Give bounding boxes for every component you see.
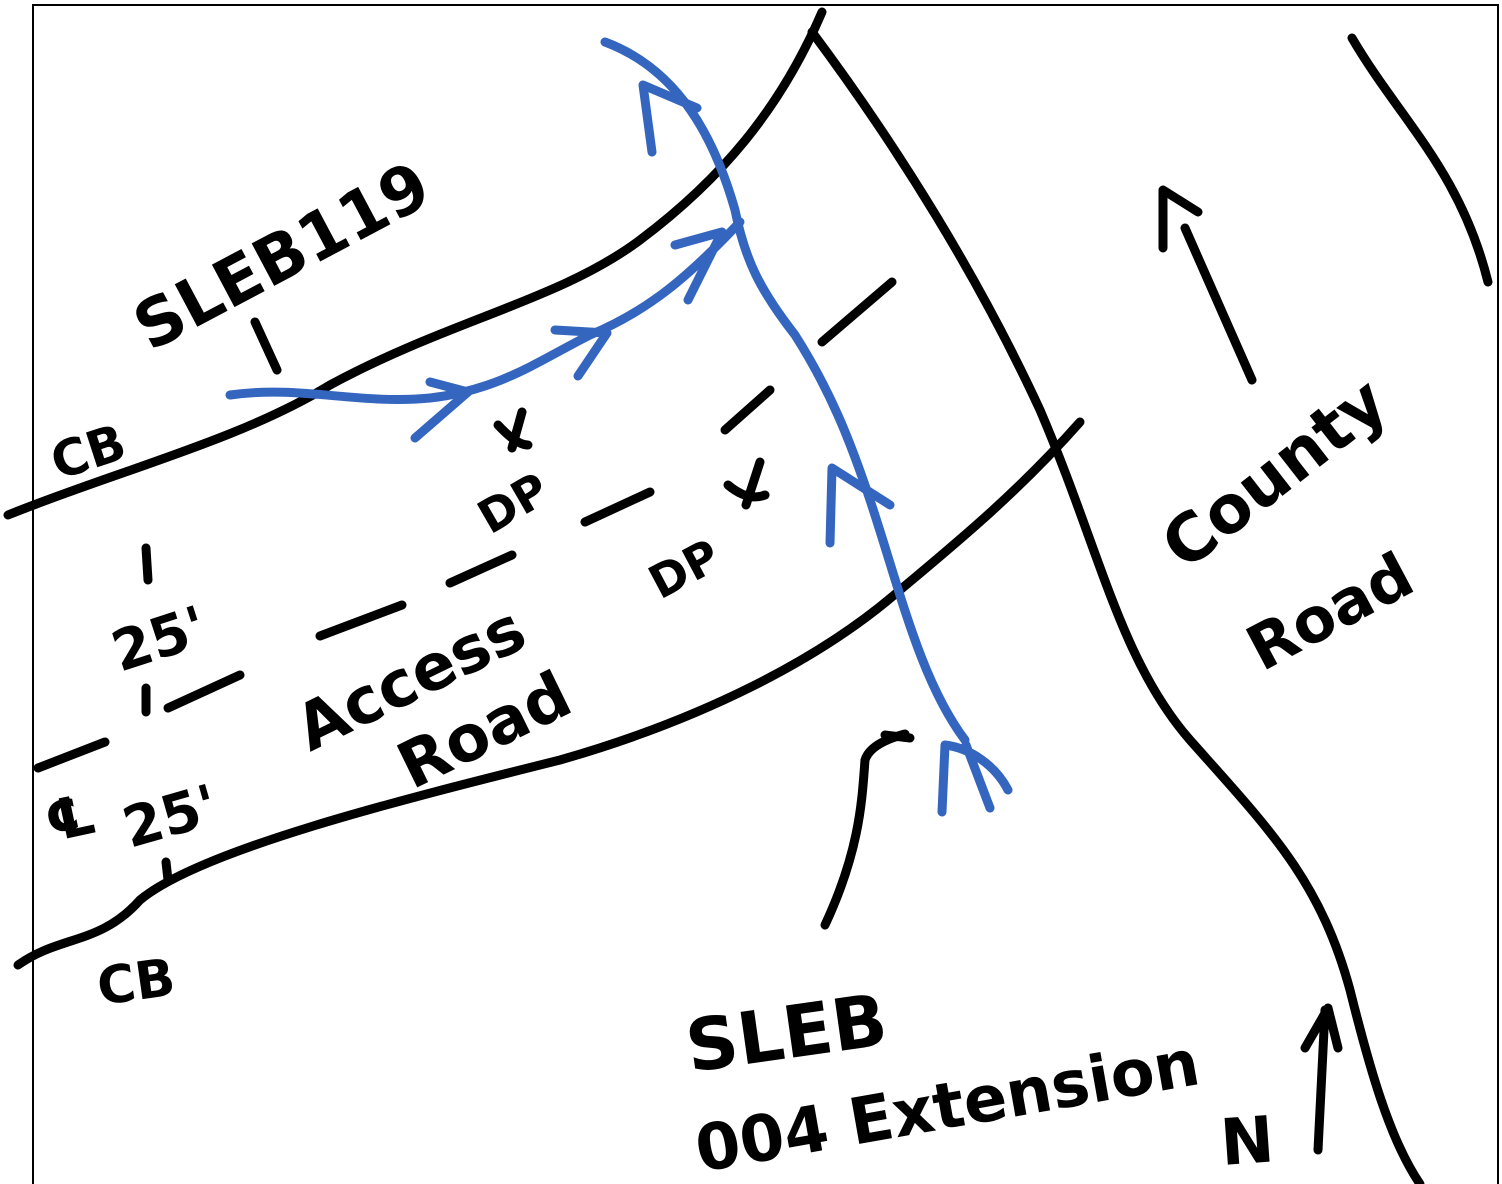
centerline-symbol: ℄: [39, 782, 102, 856]
dp1-label: DP: [469, 462, 558, 545]
page-frame: [32, 4, 1499, 1184]
width-upper-label: 25': [104, 594, 215, 685]
culvert-top-leader: [250, 317, 282, 375]
dp2-label: DP: [640, 528, 729, 609]
cb-bottom-label: CB: [93, 948, 178, 1018]
dimension-ticks: [141, 543, 173, 885]
county-road-label-line2: Road: [1235, 538, 1425, 685]
north-label: N: [1218, 1103, 1277, 1181]
culvert-bottom-leader: [820, 729, 915, 930]
county-road-west-edge: [807, 27, 1425, 1184]
culvert-flow-path: [600, 37, 970, 745]
lower-road-edge: [13, 417, 1085, 970]
north-arrow: [1300, 1003, 1343, 1155]
ditch-flow-arrows: [410, 227, 727, 443]
cb-top-label: CB: [44, 413, 133, 491]
dp1-mark: [493, 407, 533, 453]
ditch-flow-path: [225, 217, 745, 404]
culvert-top-label: SLEB119: [121, 147, 442, 367]
dp2-mark: [723, 457, 770, 510]
centerline-dashes: [33, 277, 897, 773]
county-road-east-edge: [1347, 33, 1493, 287]
county-road-arrow: [1158, 185, 1257, 385]
culvert-bottom-label-line1: SLEB: [681, 978, 893, 1089]
width-lower-label: 25': [116, 773, 225, 862]
upper-road-edge: [3, 7, 827, 520]
culvert-flow-arrows: [638, 80, 1013, 817]
